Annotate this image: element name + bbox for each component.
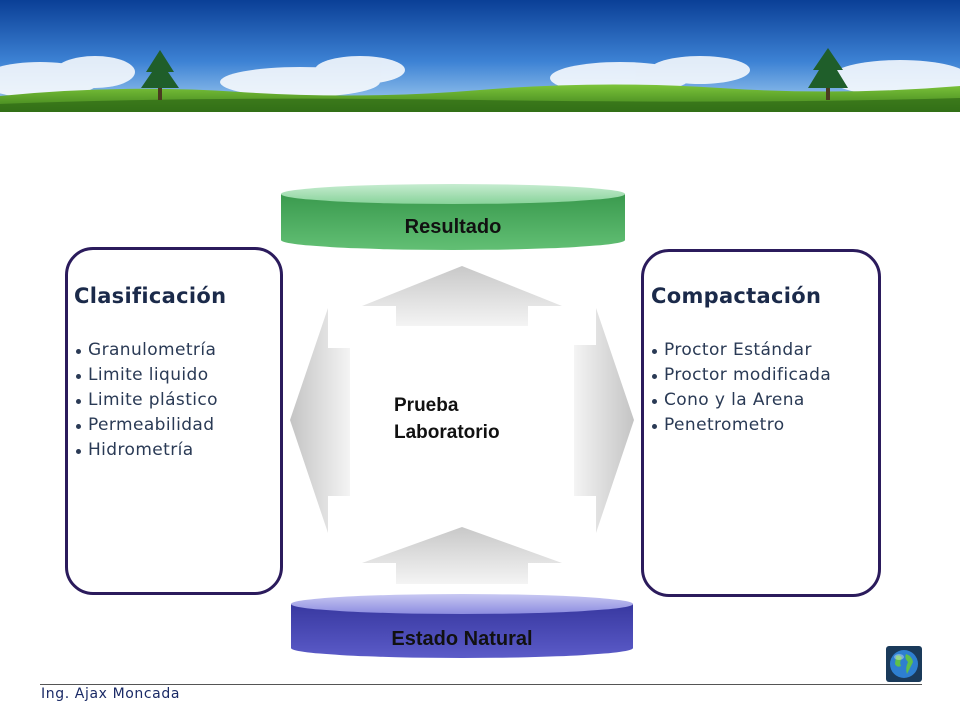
compaction-title: Compactación bbox=[651, 284, 822, 308]
result-label: Resultado bbox=[404, 216, 502, 238]
list-item: Proctor modificada bbox=[650, 363, 831, 388]
list-item: Permeabilidad bbox=[74, 413, 218, 438]
tree-icon bbox=[141, 50, 179, 100]
arrow-up-bottom bbox=[362, 527, 562, 584]
list-item: Proctor Estándar bbox=[650, 338, 831, 363]
classification-title: Clasificación bbox=[74, 284, 227, 308]
header-banner bbox=[0, 0, 960, 112]
arrow-right bbox=[574, 308, 634, 533]
list-item: Limite plástico bbox=[74, 388, 218, 413]
compaction-card: Compactación Proctor Estándar Proctor mo… bbox=[641, 249, 881, 597]
arrow-left bbox=[290, 308, 350, 533]
lab-test-label: Prueba Laboratorio bbox=[394, 392, 500, 446]
natural-state-drum bbox=[291, 594, 633, 658]
globe-icon bbox=[886, 646, 922, 682]
classification-card: Clasificación Granulometría Limite liqui… bbox=[65, 247, 283, 595]
list-item: Cono y la Arena bbox=[650, 388, 831, 413]
footer-author: Ing. Ajax Moncada bbox=[41, 686, 181, 702]
natural-state-label: Estado Natural bbox=[391, 628, 533, 650]
lab-test-line2: Laboratorio bbox=[394, 422, 500, 443]
result-drum bbox=[281, 184, 625, 250]
list-item: Granulometría bbox=[74, 338, 218, 363]
arrow-up-top bbox=[362, 266, 562, 326]
list-item: Limite liquido bbox=[74, 363, 218, 388]
list-item: Hidrometría bbox=[74, 438, 218, 463]
classification-list: Granulometría Limite liquido Limite plás… bbox=[74, 338, 218, 463]
list-item: Penetrometro bbox=[650, 413, 831, 438]
compaction-list: Proctor Estándar Proctor modificada Cono… bbox=[650, 338, 831, 438]
footer-divider bbox=[40, 684, 922, 685]
tree-icon bbox=[808, 48, 848, 100]
lab-test-line1: Prueba bbox=[394, 395, 459, 416]
